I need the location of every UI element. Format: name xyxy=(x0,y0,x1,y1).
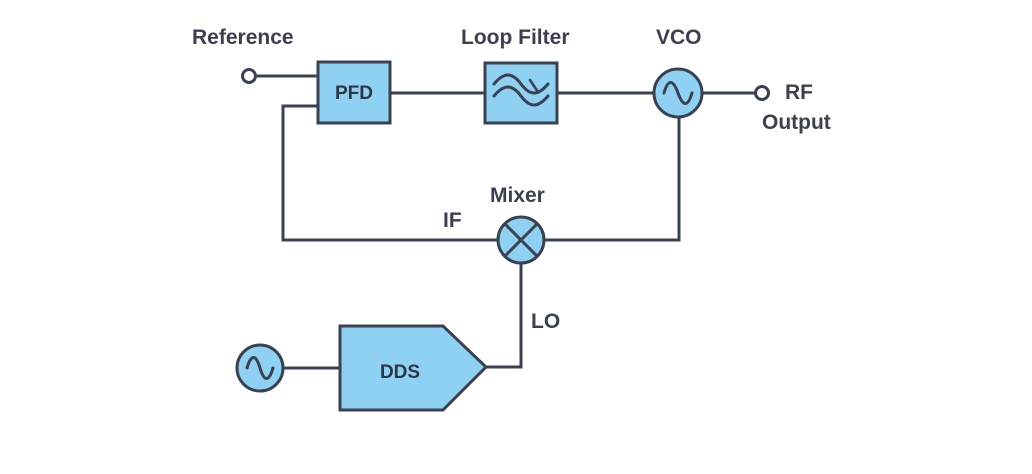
wire-dds-lo-to-mixer xyxy=(486,264,523,369)
sine-oscillator-icon xyxy=(245,356,275,380)
if-label: IF xyxy=(443,209,462,232)
vco-label: VCO xyxy=(656,26,702,49)
signal-wires xyxy=(257,74,755,370)
mixer-label: Mixer xyxy=(490,184,545,207)
dds-block: DDS xyxy=(338,324,489,412)
vco-block xyxy=(652,67,704,119)
pfd-label: PFD xyxy=(335,83,373,104)
wire-mixer-if-to-pfd xyxy=(281,104,497,242)
rf-output-label-line1: RF xyxy=(785,81,813,104)
mixer-x-icon xyxy=(503,222,539,258)
loop-filter-block xyxy=(483,61,559,125)
reference-terminal-icon xyxy=(241,68,257,84)
sine-oscillator-icon xyxy=(662,81,694,105)
bandpass-filter-icon xyxy=(492,73,550,107)
rf-output-label-line2: Output xyxy=(762,111,831,134)
pfd-block: PFD xyxy=(316,60,392,125)
clock-source-block xyxy=(235,343,285,393)
loop-filter-label: Loop Filter xyxy=(461,26,570,49)
dds-label: DDS xyxy=(380,362,420,383)
wire-vco-to-mixer xyxy=(544,116,681,242)
mixer-block xyxy=(496,215,546,265)
reference-label: Reference xyxy=(192,26,294,49)
rf-output-terminal-icon xyxy=(754,85,770,101)
lo-label: LO xyxy=(531,310,560,333)
